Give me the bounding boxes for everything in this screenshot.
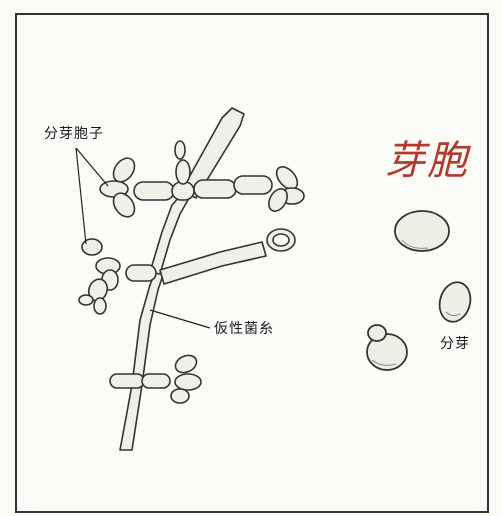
hypha-branch-middle	[159, 241, 267, 285]
shading-marks	[371, 239, 461, 366]
hypha-segment-upper	[149, 195, 189, 275]
hypha-branch-top	[181, 107, 245, 199]
cell-low-2	[141, 373, 171, 389]
leader-blastospore-2	[75, 147, 87, 245]
figure-frame	[15, 13, 489, 513]
shade-yeast-large	[401, 239, 429, 249]
budding-daughter	[367, 324, 387, 342]
main-hypha	[119, 269, 165, 451]
bud-upper-top	[175, 159, 191, 185]
label-budding: 分芽	[440, 336, 470, 352]
blastospore-ur-3	[268, 188, 288, 212]
leader-pseudohyphae	[149, 309, 211, 329]
cell-low-1	[109, 373, 145, 389]
cell-mid-1	[125, 264, 157, 282]
blastospore-ul-2	[112, 157, 136, 183]
bud-upper-top-2	[174, 140, 186, 160]
budding-mother	[366, 333, 408, 371]
blastospore-lr-3	[170, 388, 190, 404]
label-pseudohyphae: 仮性菌糸	[214, 321, 274, 337]
shade-yeast-oval	[445, 311, 461, 317]
blastospore-ml-6	[93, 297, 107, 315]
cell-upper-1	[133, 181, 175, 201]
blastospore-ml-4	[87, 278, 109, 302]
yeast-cells	[366, 210, 472, 371]
label-blastospore: 分芽胞子	[44, 126, 104, 142]
blastospore-lr-2	[174, 373, 202, 391]
yeast-cell-large	[394, 210, 450, 252]
pseudohyphae-drawing	[78, 107, 305, 451]
blastospore-ul-3	[112, 192, 136, 218]
leader-lines	[75, 147, 211, 329]
blastospore-ml-1	[81, 238, 103, 256]
branch-tip-ring-inner	[272, 233, 290, 247]
blastospore-ml-5	[78, 294, 94, 306]
handwritten-annotation: 芽胞	[385, 138, 469, 184]
cell-upper-3	[193, 179, 237, 199]
yeast-cell-oval	[438, 281, 472, 323]
blastospore-lr-1	[174, 354, 198, 374]
cell-upper-4	[233, 175, 273, 195]
shade-budding	[371, 359, 397, 366]
leader-blastospore-1	[75, 147, 109, 187]
